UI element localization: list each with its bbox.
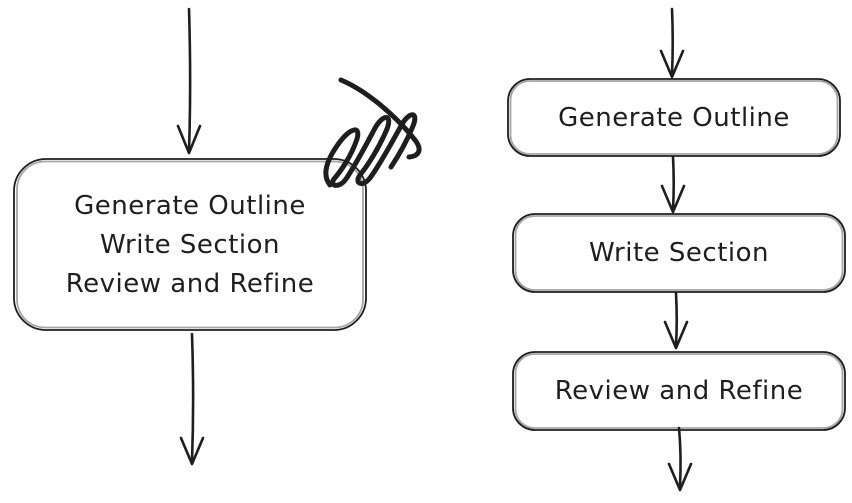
arrow-shaft	[190, 332, 195, 463]
combined-node-label: Generate Outline Write Section Review an…	[14, 160, 366, 330]
scribble-tail	[338, 77, 422, 160]
node-rect-sketch-stroke	[514, 215, 844, 291]
flow-node-box	[512, 213, 846, 293]
arrow-head	[179, 436, 205, 466]
node-rect	[512, 213, 846, 293]
arrow-down-icon	[663, 291, 689, 350]
node-label-write-section: Write Section	[588, 238, 769, 268]
right-flow	[507, 7, 846, 492]
arrow-head	[660, 184, 686, 214]
node-label-line: Generate Outline	[74, 190, 306, 221]
arrow-shaft	[670, 7, 675, 76]
arrow-down-icon	[176, 7, 202, 155]
scribble-icon	[323, 77, 422, 188]
arrow-head	[659, 49, 685, 79]
flow-node-box	[507, 78, 841, 157]
arrow-down-icon	[179, 332, 205, 466]
left-flow	[13, 7, 422, 466]
node-rect-sketch-stroke	[16, 160, 364, 329]
node-rect-sketch-stroke	[509, 80, 839, 155]
arrow-shaft	[674, 291, 679, 347]
arrow-down-icon	[660, 155, 686, 214]
node-rect	[507, 78, 841, 157]
arrow-shaft	[677, 426, 682, 488]
node-label-generate-outline: Generate Outline	[558, 102, 790, 133]
arrow-down-icon	[667, 426, 693, 492]
node-label-review-and-refine: Review and Refine	[554, 376, 804, 406]
node-label-line: Write Section	[99, 229, 280, 260]
node-rect	[13, 158, 367, 331]
flow-node-box	[512, 351, 846, 431]
arrow-down-icon	[659, 7, 685, 79]
arrow-head	[176, 124, 202, 155]
arrow-head	[663, 320, 689, 350]
flow-node-box	[13, 158, 367, 331]
arrow-shaft	[187, 7, 192, 152]
node-label-line: Review and Refine	[65, 268, 315, 299]
arrow-head	[667, 462, 693, 492]
arrow-shaft	[671, 155, 676, 211]
